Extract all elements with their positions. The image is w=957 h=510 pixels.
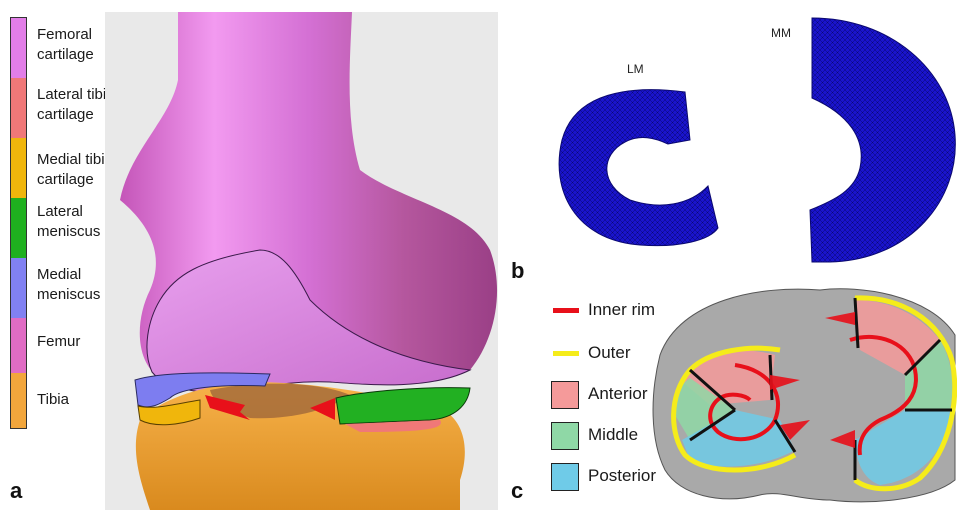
key-label-anterior: Anterior — [588, 384, 648, 404]
key-swatch-anterior — [551, 381, 579, 409]
key-label-inner-rim: Inner rim — [588, 300, 655, 320]
key-label-posterior: Posterior — [588, 466, 656, 486]
key-swatch-middle — [551, 422, 579, 450]
key-label-middle: Middle — [588, 425, 638, 445]
key-label-outer: Outer — [588, 343, 631, 363]
key-swatch-inner-rim — [553, 308, 579, 313]
key-swatch-posterior — [551, 463, 579, 491]
key-swatch-outer — [553, 351, 579, 356]
panel-letter-c: c — [511, 478, 523, 504]
